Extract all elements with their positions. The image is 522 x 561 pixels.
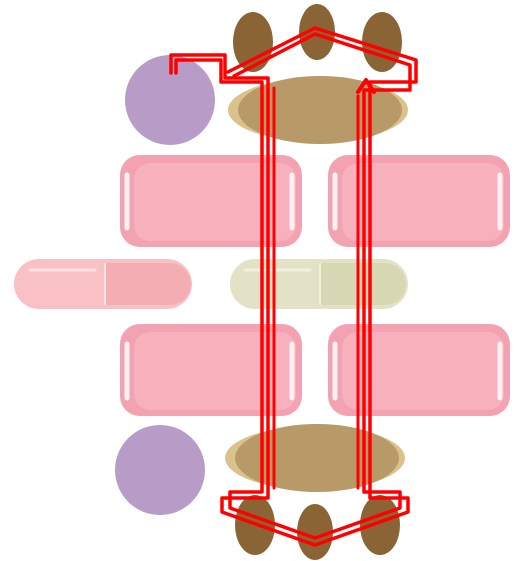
brown-oval-group-bottom [235, 495, 400, 560]
capsule-pink[interactable] [14, 259, 192, 309]
capsule-green[interactable] [230, 259, 408, 309]
purple-circle-bottom[interactable] [115, 425, 205, 515]
pink-block-lower-right[interactable] [328, 324, 510, 416]
brown-oval[interactable] [362, 12, 402, 72]
brown-oval[interactable] [233, 12, 273, 72]
tan-plate-top[interactable] [228, 76, 408, 144]
tan-plate-bottom[interactable] [225, 424, 405, 492]
brown-oval[interactable] [360, 495, 400, 555]
pink-block-upper-right[interactable] [328, 155, 510, 247]
